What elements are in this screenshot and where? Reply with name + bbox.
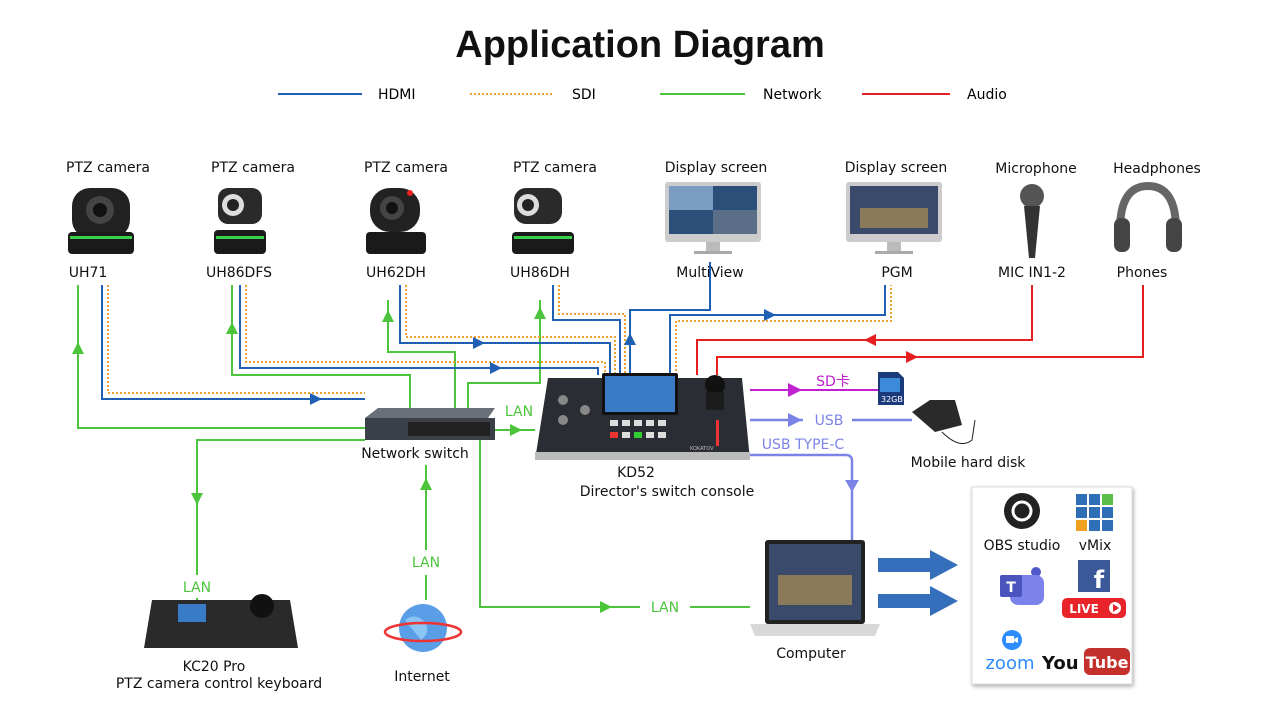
svg-text:Director's switch console: Director's switch console [580,484,754,500]
ptz-camera-uh62dh: PTZ camera UH62DH [364,160,448,281]
lan-label: LAN [505,404,533,420]
svg-text:PTZ camera: PTZ camera [211,160,295,176]
network-line-uh62dh [387,300,456,410]
ptz-camera-uh71: PTZ camera UH71 [66,160,150,281]
usb-label: USB [815,413,844,429]
lan-label: LAN [651,600,679,616]
network-line-uh86dh [467,300,541,410]
ptz-camera-uh86dfs: PTZ camera UH86DFS [206,160,295,281]
console-brand-logo: KOKATOV [690,446,714,452]
svg-text:KC20 Pro: KC20 Pro [183,659,246,675]
hdmi-line-uh62dh [399,285,611,375]
switch-ports [408,422,490,436]
microsoft-teams-logo: T [1000,567,1044,605]
svg-text:UH62DH: UH62DH [366,265,426,281]
svg-text:Network switch: Network switch [361,446,469,462]
svg-text:Display screen: Display screen [845,160,948,176]
svg-text:Computer: Computer [776,646,846,662]
svg-text:f: f [1094,566,1105,594]
network-line-keyboard [196,439,365,600]
hdmi-line-pgm [669,285,886,375]
audio-line-phones [716,285,1144,375]
hdmi-line-uh86dfs [239,285,599,375]
svg-text:Display screen: Display screen [665,160,768,176]
svg-text:PTZ camera control keyboard: PTZ camera control keyboard [116,676,322,692]
legend-hdmi-label: HDMI [378,87,416,103]
svg-text:UH86DFS: UH86DFS [206,265,272,281]
usb-type-c-label: USB TYPE-C [762,437,845,453]
svg-text:T: T [1006,580,1016,596]
svg-text:zoom: zoom [985,653,1034,674]
lan-label: LAN [183,580,211,596]
svg-text:Mobile hard disk: Mobile hard disk [911,455,1027,471]
sd-label: SD卡 [816,374,850,390]
svg-text:MIC IN1-2: MIC IN1-2 [998,265,1066,281]
network-arrows [72,307,612,613]
lan-label: LAN [412,555,440,571]
svg-text:PTZ camera: PTZ camera [513,160,597,176]
svg-text:LIVE: LIVE [1069,602,1099,616]
mobile-hard-disk: Mobile hard disk [911,400,1027,471]
vmix-logo: vMix [1076,494,1113,554]
network-line-uh86dfs [231,285,411,410]
obs-studio-logo: OBS studio [984,493,1061,554]
audio-line-mic [696,285,1033,375]
svg-text:Headphones: Headphones [1113,161,1201,177]
display-multiview: Display screen MultiView [665,160,768,281]
stream-arrow [878,550,958,580]
hdmi-line-uh86dh [552,285,621,375]
internet-globe-icon: Internet [383,604,463,685]
microphone: Microphone MIC IN1-2 [995,161,1077,281]
svg-text:32GB: 32GB [881,395,903,404]
headphones: Headphones Phones [1113,161,1201,281]
kd52-console: KOKATOV KD52 Director's switch console [535,373,754,500]
ptz-camera-uh86dh: PTZ camera UH86DH [510,160,597,281]
facebook-live-logo: f LIVE [1062,560,1126,618]
streaming-software-panel: OBS studio vMix T f LIVE zoom You Tube [971,486,1133,685]
svg-text:Internet: Internet [394,669,450,685]
computer-laptop: Computer [750,540,880,662]
svg-text:UH71: UH71 [69,265,108,281]
hdmi-arrows [310,309,776,405]
legend-network-label: Network [763,87,822,103]
network-switch: Network switch [361,408,495,462]
svg-text:KD52: KD52 [617,465,655,481]
legend-audio-label: Audio [967,87,1007,103]
connections [72,262,1144,616]
hdmi-line-uh71 [101,285,365,400]
svg-text:MultiView: MultiView [676,265,743,281]
zoom-logo: zoom [985,630,1035,674]
network-line-computer [479,440,750,608]
network-line-uh71 [77,285,365,429]
svg-text:Tube: Tube [1086,653,1129,672]
svg-text:You: You [1041,653,1079,674]
svg-text:Phones: Phones [1117,265,1168,281]
svg-text:OBS studio: OBS studio [984,538,1061,554]
svg-text:PTZ camera: PTZ camera [364,160,448,176]
svg-text:PTZ camera: PTZ camera [66,160,150,176]
stream-arrow [878,586,958,616]
svg-text:vMix: vMix [1079,538,1112,554]
display-pgm: Display screen PGM [845,160,948,281]
kc20-pro-keyboard: KC20 Pro PTZ camera control keyboard [116,594,322,692]
svg-text:Microphone: Microphone [995,161,1077,177]
youtube-logo: You Tube [1041,648,1130,675]
svg-text:PGM: PGM [881,265,912,281]
legend: HDMI SDI Network Audio [278,87,1007,103]
sd-card: 32GB [878,372,904,405]
usb-type-c-line [750,453,854,540]
page-title: Application Diagram [455,24,825,66]
legend-sdi-label: SDI [572,87,596,103]
svg-text:UH86DH: UH86DH [510,265,570,281]
